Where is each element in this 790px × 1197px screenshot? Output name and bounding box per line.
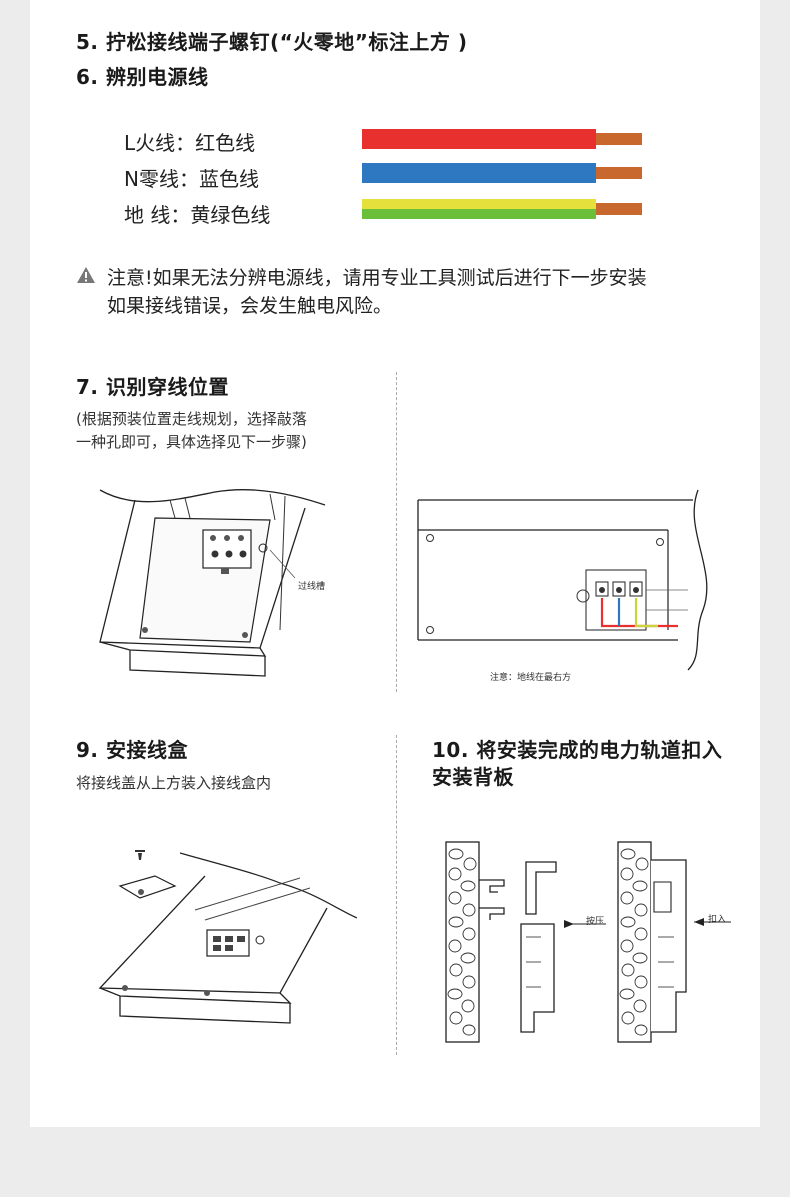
step6-title: 6. 辨别电源线 [76, 65, 209, 89]
neutral-wire-swatch [362, 163, 596, 183]
ground-wire-swatch [362, 199, 596, 219]
live-wire-copper [596, 133, 642, 145]
snap-in-label: 扣入 [708, 915, 727, 925]
step10-title-line1: 10. 将安装完成的电力轨道扣入 [432, 738, 723, 762]
rail-snap-diagram [445, 841, 731, 1043]
step7-title: 7. 识别穿线位置 [76, 375, 229, 399]
step9-desc: 将接线盖从上方装入接线盒内 [76, 774, 272, 792]
column-divider-bottom [396, 735, 397, 1055]
step7-desc-line2: 一种孔即可，具体选择见下一步骤) [76, 433, 307, 451]
step10-title-line2: 安装背板 [432, 765, 514, 789]
wire-label-live: L火线：红色线 [124, 131, 256, 155]
column-divider-top [396, 372, 397, 692]
terminal-closeup-diagram [417, 489, 708, 671]
press-label: 按压 [586, 917, 605, 927]
wire-label-neutral: N零线：蓝色线 [124, 167, 259, 191]
wire-slot-label: 过线槽 [298, 582, 326, 592]
live-wire-swatch [362, 129, 596, 149]
wiring-box-diagram [99, 489, 326, 677]
junction-box-diagram [98, 850, 358, 1024]
ground-wire-copper [596, 203, 642, 215]
step7-desc-line1: (根据预装位置走线规划，选择敲落 [76, 410, 307, 428]
step5-title: 5. 拧松接线端子螺钉(“火零地”标注上方 ) [76, 30, 468, 54]
ground-note-label: 注意：地线在最右方 [490, 673, 572, 683]
neutral-wire-copper [596, 167, 642, 179]
warning-line1: 注意!如果无法分辨电源线，请用专业工具测试后进行下一步安装 [107, 267, 647, 289]
wire-label-ground: 地 线：黄绿色线 [124, 203, 271, 227]
step9-title: 9. 安接线盒 [76, 738, 188, 762]
warning-line2: 如果接线错误，会发生触电风险。 [107, 295, 393, 317]
warning-triangle-icon [77, 267, 95, 283]
